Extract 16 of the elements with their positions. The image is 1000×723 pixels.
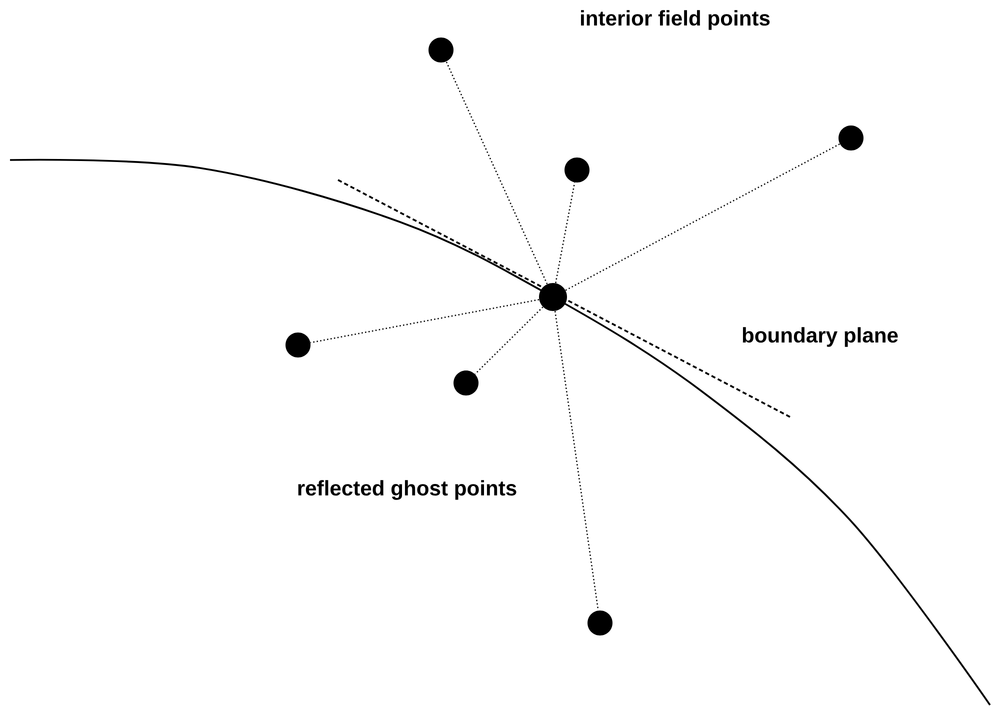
- dotted-line: [554, 311, 599, 610]
- point: [838, 126, 864, 150]
- dotted-line: [474, 306, 544, 374]
- point: [428, 38, 454, 62]
- dotted-line: [446, 61, 548, 284]
- point: [454, 370, 478, 396]
- label: reflected ghost points: [298, 480, 516, 500]
- point: [564, 158, 590, 182]
- label: interior field points: [581, 10, 770, 30]
- dotted-line: [565, 143, 840, 291]
- label: boundary plane: [742, 327, 898, 347]
- point: [286, 332, 310, 358]
- dotted-line: [310, 299, 540, 344]
- point: [539, 283, 567, 311]
- point: [588, 610, 612, 636]
- dotted-line: [555, 182, 576, 284]
